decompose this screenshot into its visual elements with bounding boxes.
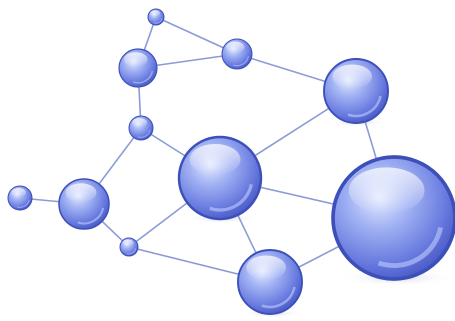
node-n-center-large [179, 137, 261, 219]
node-n-upper-right [324, 59, 388, 123]
node-n-bottom-medium [238, 250, 302, 314]
highlight-n-left-tiny [11, 188, 26, 197]
node-n-upper-mid [222, 39, 252, 69]
node-n-left-tiny [8, 186, 32, 210]
highlight-n-top-tiny [150, 10, 160, 16]
highlight-n-upper-right [332, 64, 372, 88]
node-n-top-tiny [148, 9, 164, 25]
node-n-right-huge [333, 157, 455, 279]
highlight-n-upper-mid [226, 42, 245, 53]
highlight-n-upper-left [124, 52, 148, 66]
node-layer [8, 9, 455, 314]
highlight-n-right-huge [349, 167, 425, 213]
node-n-mid-small [129, 116, 153, 140]
highlight-n-left-medium [66, 183, 97, 202]
highlight-n-mid-small [132, 118, 147, 127]
node-n-lower-tiny [120, 238, 138, 256]
node-n-left-medium [59, 179, 109, 229]
node-n-upper-left [119, 49, 157, 87]
highlight-n-bottom-medium [246, 255, 286, 279]
highlight-n-lower-tiny [122, 240, 133, 247]
highlight-n-center-large [190, 144, 241, 175]
